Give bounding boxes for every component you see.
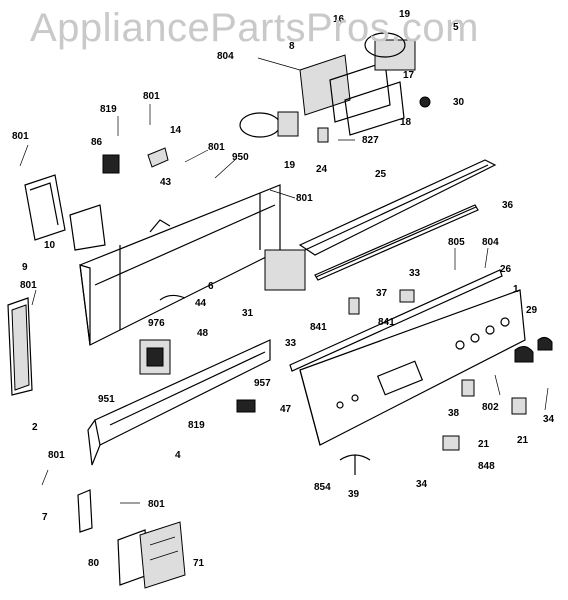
block-71 bbox=[139, 521, 186, 589]
label-4: 4 bbox=[175, 450, 181, 461]
label-43: 43 bbox=[160, 177, 172, 188]
end-cap-9 bbox=[24, 174, 66, 241]
label-819-b: 819 bbox=[188, 420, 205, 431]
module-86 bbox=[102, 154, 120, 174]
label-801-f: 801 bbox=[48, 450, 65, 461]
label-30: 30 bbox=[453, 97, 465, 108]
label-976: 976 bbox=[148, 318, 165, 329]
label-10: 10 bbox=[44, 240, 56, 251]
label-19-bottom: 19 bbox=[284, 160, 296, 171]
end-cap-2 bbox=[7, 297, 33, 396]
watermark-text: AppliancePartsPros.com bbox=[30, 6, 479, 50]
label-957: 957 bbox=[254, 378, 271, 389]
label-802: 802 bbox=[482, 402, 499, 413]
label-805: 805 bbox=[448, 237, 465, 248]
label-804-a: 804 bbox=[217, 51, 234, 62]
label-19-top: 19 bbox=[399, 9, 411, 20]
switch-38 bbox=[461, 379, 475, 397]
label-2: 2 bbox=[32, 422, 38, 433]
label-39: 39 bbox=[348, 489, 360, 500]
fluorescent-tube bbox=[314, 204, 479, 281]
trim-bar-26 bbox=[289, 269, 503, 372]
label-17: 17 bbox=[403, 70, 415, 81]
label-14: 14 bbox=[170, 125, 182, 136]
label-44: 44 bbox=[195, 298, 207, 309]
label-819-a: 819 bbox=[100, 104, 117, 115]
label-21-right: 21 bbox=[517, 435, 529, 446]
label-38: 38 bbox=[448, 408, 460, 419]
relay-board-31 bbox=[264, 249, 306, 291]
part-24 bbox=[317, 127, 329, 143]
label-5-top: 5 bbox=[453, 22, 459, 33]
label-951: 951 bbox=[98, 394, 115, 405]
label-801-d: 801 bbox=[296, 193, 313, 204]
label-34-right: 34 bbox=[543, 414, 555, 425]
label-48: 48 bbox=[197, 328, 209, 339]
label-854: 854 bbox=[314, 482, 331, 493]
label-950: 950 bbox=[232, 152, 249, 163]
part-number-labels: 801 86 819 801 14 801 950 43 801 9 10 6 … bbox=[12, 9, 555, 569]
ballast-19-top bbox=[364, 32, 406, 58]
switch-21b bbox=[511, 397, 527, 415]
label-31: 31 bbox=[242, 308, 254, 319]
label-34-bottom: 34 bbox=[416, 479, 428, 490]
label-848: 848 bbox=[478, 461, 495, 472]
label-25: 25 bbox=[375, 169, 387, 180]
label-841-b: 841 bbox=[378, 317, 395, 328]
front-control-panel bbox=[299, 289, 526, 446]
label-71: 71 bbox=[193, 558, 205, 569]
label-801-c: 801 bbox=[208, 142, 225, 153]
label-8: 8 bbox=[289, 41, 295, 52]
socket-37 bbox=[348, 297, 360, 315]
label-36: 36 bbox=[502, 200, 514, 211]
label-80: 80 bbox=[88, 558, 100, 569]
label-21-mid: 21 bbox=[478, 439, 490, 450]
bracket-7 bbox=[77, 489, 93, 533]
label-18: 18 bbox=[400, 117, 412, 128]
label-801-b: 801 bbox=[143, 91, 160, 102]
label-47: 47 bbox=[280, 404, 292, 415]
knob-29b bbox=[537, 336, 553, 351]
lamp-47 bbox=[236, 399, 256, 413]
label-29: 29 bbox=[526, 305, 538, 316]
part-44 bbox=[159, 294, 186, 301]
label-6: 6 bbox=[208, 281, 214, 292]
knob-29a bbox=[514, 346, 534, 363]
label-86: 86 bbox=[91, 137, 103, 148]
oven-light-48 bbox=[139, 339, 171, 375]
lower-front-panel bbox=[87, 339, 271, 466]
switch-33 bbox=[399, 289, 415, 303]
ballast-19 bbox=[239, 111, 299, 138]
label-804-b: 804 bbox=[482, 237, 499, 248]
label-1: 1 bbox=[513, 284, 519, 295]
bracket-10 bbox=[69, 204, 106, 251]
label-9: 9 bbox=[22, 262, 28, 273]
label-801-e: 801 bbox=[20, 280, 37, 291]
label-801-g: 801 bbox=[148, 499, 165, 510]
label-841-a: 841 bbox=[310, 322, 327, 333]
clip-14 bbox=[147, 147, 169, 168]
label-26: 26 bbox=[500, 264, 512, 275]
knob-30 bbox=[419, 96, 431, 108]
label-24: 24 bbox=[316, 164, 328, 175]
label-801-a: 801 bbox=[12, 131, 29, 142]
control-panel-backsplash bbox=[79, 184, 281, 346]
label-827: 827 bbox=[362, 135, 379, 146]
leader-lines bbox=[19, 57, 549, 504]
label-33-bottom: 33 bbox=[285, 338, 297, 349]
label-16: 16 bbox=[333, 14, 345, 25]
harness-39 bbox=[339, 454, 371, 475]
label-37: 37 bbox=[376, 288, 388, 299]
label-7: 7 bbox=[42, 512, 48, 523]
top-trim-strip bbox=[298, 159, 497, 256]
switch-21a bbox=[442, 435, 460, 451]
label-33-top: 33 bbox=[409, 268, 421, 279]
